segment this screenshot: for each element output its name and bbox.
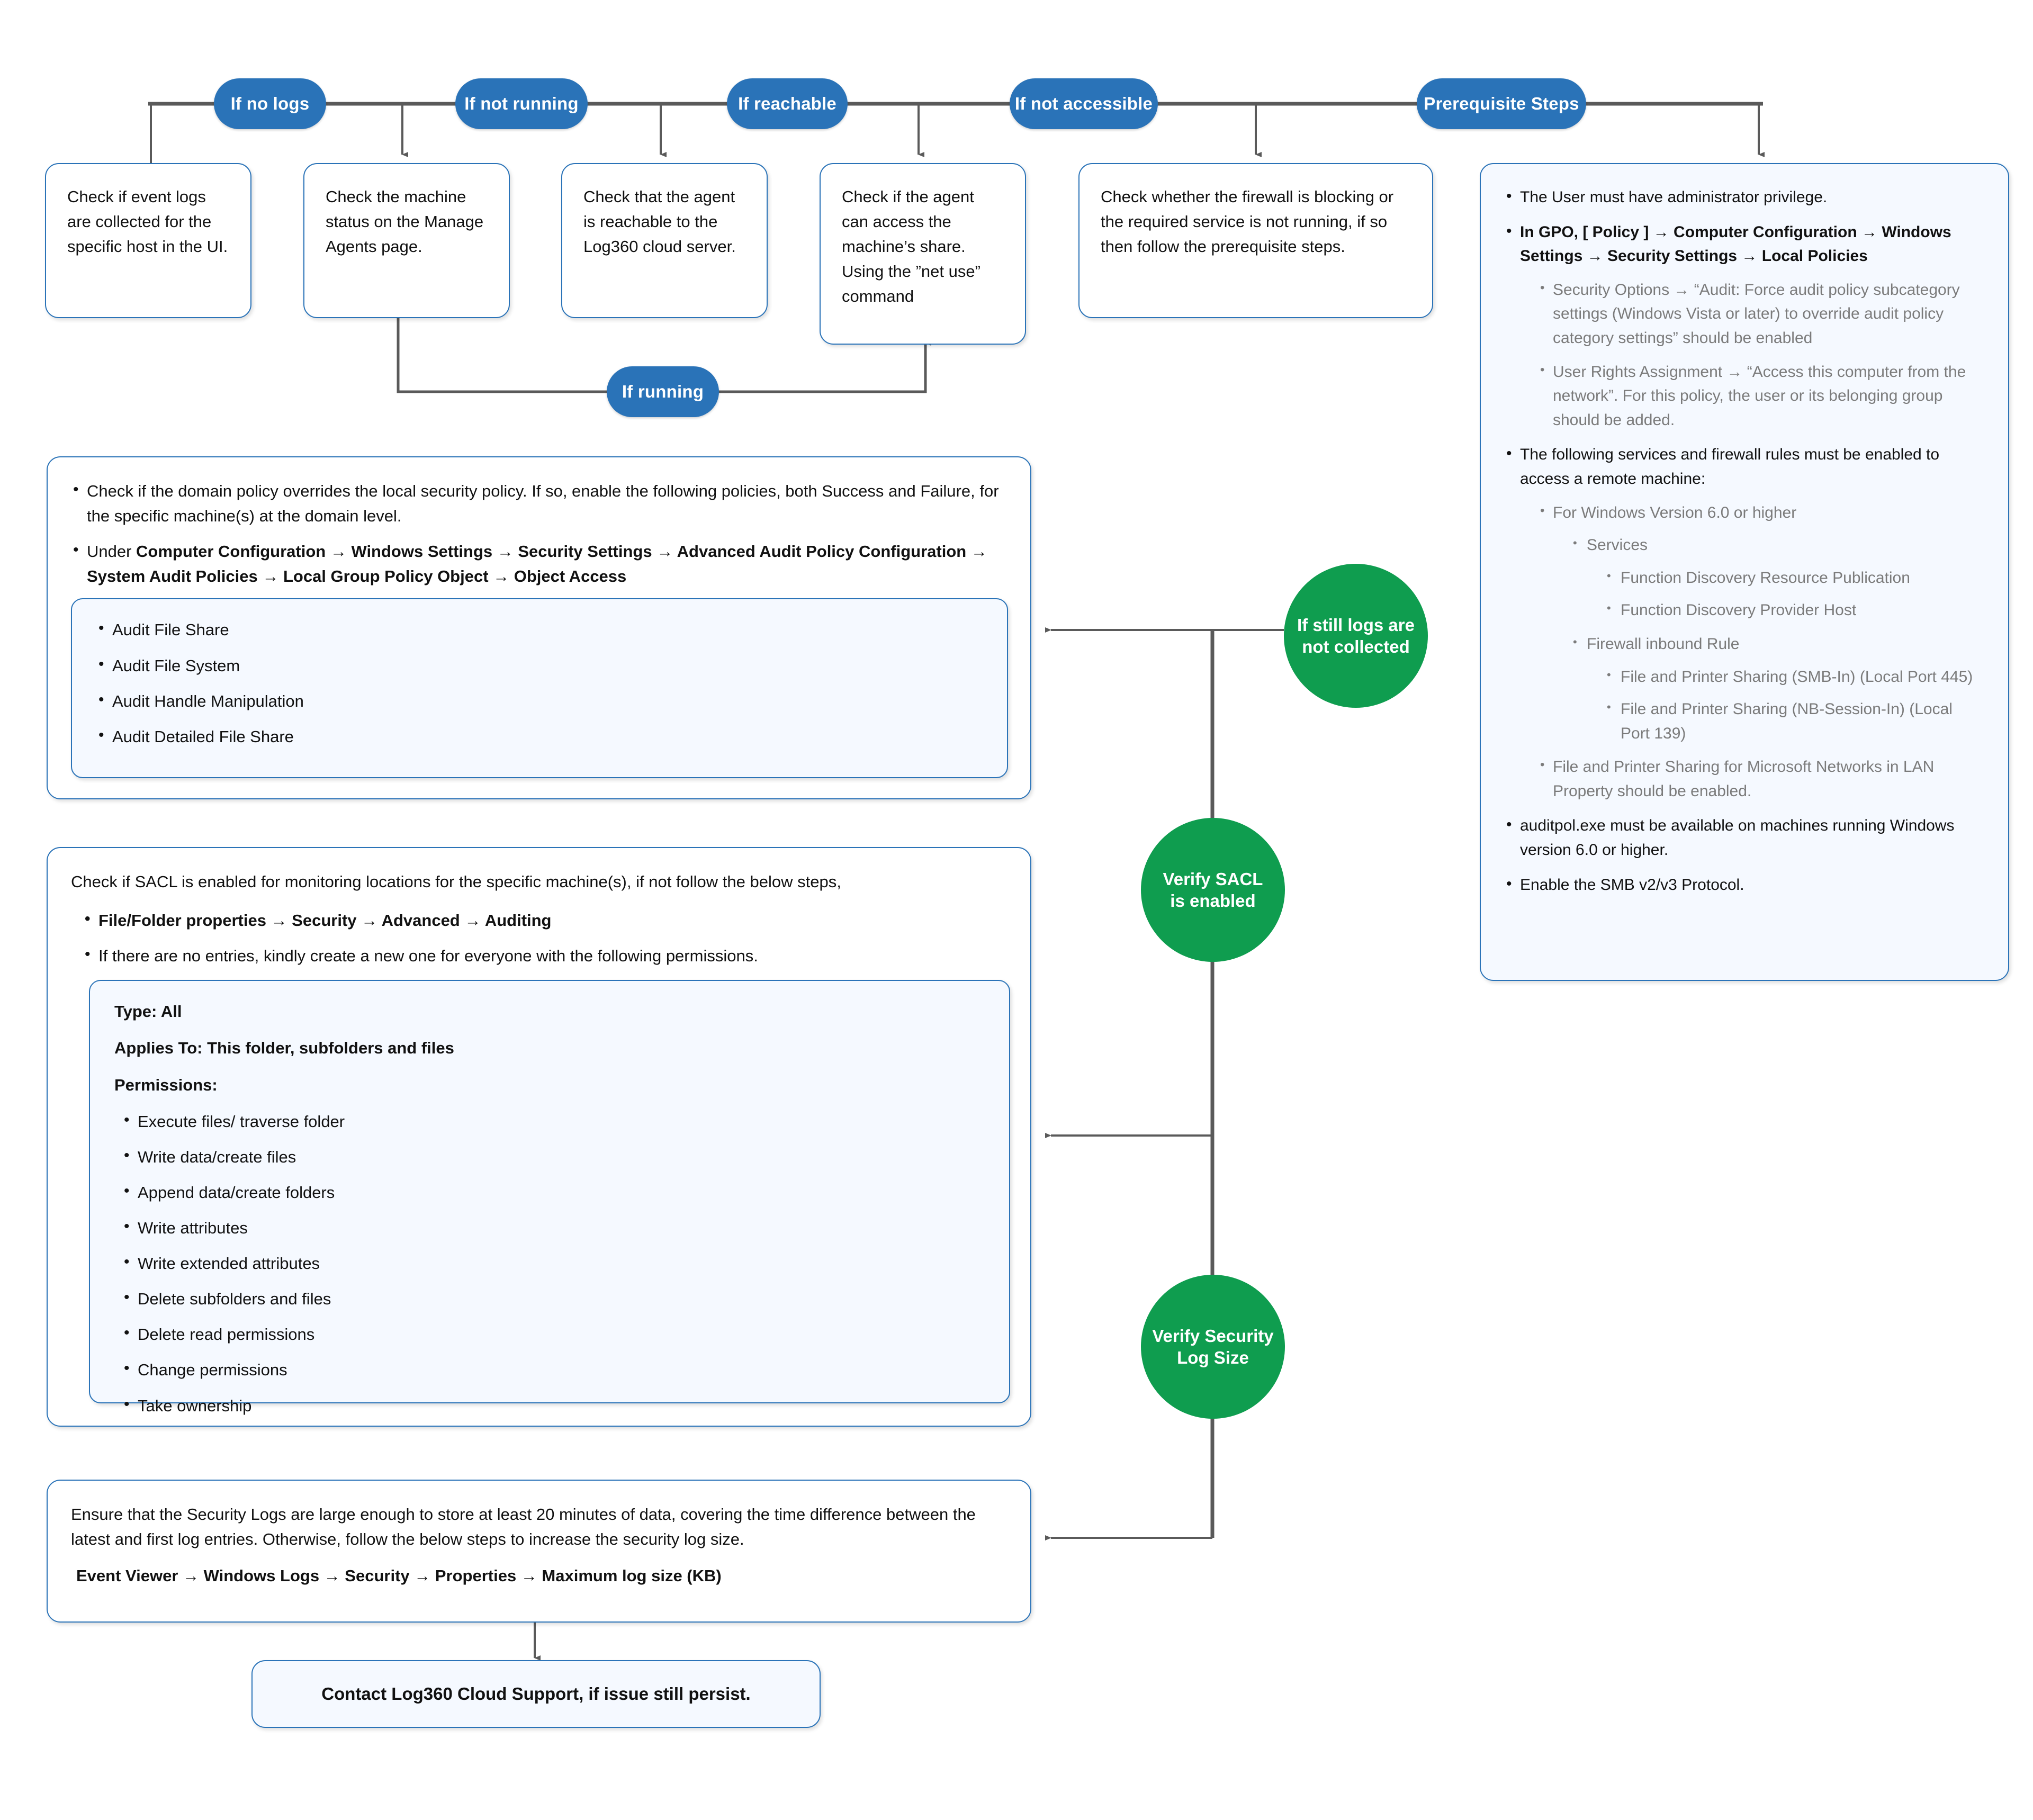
prereq-bullet-auditpol: auditpol.exe must be available on machin… <box>1504 813 1985 862</box>
policy-bullet-under-path: Under Computer Configuration → Windows S… <box>71 538 1007 589</box>
prereq-windows-version-label: For Windows Version 6.0 or higher <box>1553 503 1797 521</box>
permission-item: Append data/create folders <box>122 1179 985 1205</box>
prereq-user-rights: User Rights Assignment → “Access this co… <box>1538 360 1985 433</box>
card-prerequisite-steps: The User must have administrator privile… <box>1480 163 2009 981</box>
card-permissions: Type: All Applies To: This folder, subfo… <box>89 980 1010 1416</box>
prereq-firewall-group: Firewall inbound Rule File and Printer S… <box>1571 632 1985 745</box>
permission-item: Execute files/ traverse folder <box>122 1108 985 1134</box>
logsize-path: Event Viewer → Windows Logs → Security →… <box>76 1566 722 1585</box>
card-audit-policies: Audit File Share Audit File System Audit… <box>71 598 1008 779</box>
policy-under-prefix: Under <box>87 542 137 561</box>
card-contact-support[interactable]: Contact Log360 Cloud Support, if issue s… <box>251 1660 821 1728</box>
card-check-agent-reachable-text: Check that the agent is reachable to the… <box>583 187 736 256</box>
card-check-event-logs-text: Check if event logs are collected for th… <box>67 187 228 256</box>
permissions-label: Permissions: <box>114 1075 218 1094</box>
audit-policy-item: Audit Detailed File Share <box>96 723 983 749</box>
contact-support-text: Contact Log360 Cloud Support, if issue s… <box>321 1683 751 1704</box>
audit-policy-item: Audit File Share <box>96 616 983 642</box>
permission-item: Write extended attributes <box>122 1250 985 1276</box>
card-check-firewall: Check whether the firewall is blocking o… <box>1078 163 1433 318</box>
permission-item: Delete read permissions <box>122 1321 985 1347</box>
logsize-description: Ensure that the Security Logs are large … <box>71 1505 976 1549</box>
pill-if-reachable[interactable]: If reachable <box>727 78 848 129</box>
pill-if-not-accessible[interactable]: If not accessible <box>1010 78 1158 129</box>
card-check-machine-status-text: Check the machine status on the Manage A… <box>326 187 484 256</box>
permission-item: Change permissions <box>122 1356 985 1382</box>
prereq-firewall-label: Firewall inbound Rule <box>1587 635 1740 653</box>
pill-if-no-logs[interactable]: If no logs <box>214 78 326 129</box>
permission-item: Take ownership <box>122 1392 985 1418</box>
audit-policy-item: Audit File System <box>96 652 983 678</box>
prereq-bullet-services-firewall: The following services and firewall rule… <box>1504 442 1985 803</box>
card-check-event-logs: Check if event logs are collected for th… <box>45 163 251 318</box>
card-check-agent-reachable: Check that the agent is reachable to the… <box>561 163 768 318</box>
permission-item: Write data/create files <box>122 1143 985 1169</box>
card-check-agent-share: Check if the agent can access the machin… <box>820 163 1026 345</box>
sacl-lead-text: Check if SACL is enabled for monitoring … <box>71 872 841 891</box>
card-check-machine-status: Check the machine status on the Manage A… <box>303 163 510 318</box>
prereq-firewall-item: File and Printer Sharing (NB-Session-In)… <box>1605 697 1985 745</box>
card-sacl: Check if SACL is enabled for monitoring … <box>47 847 1031 1427</box>
policy-under-path: Computer Configuration → Windows Setting… <box>87 542 987 586</box>
prereq-services-label: Services <box>1587 536 1648 554</box>
prereq-bullet-admin: The User must have administrator privile… <box>1504 184 1985 210</box>
prereq-service-item: Function Discovery Provider Host <box>1605 598 1985 623</box>
prereq-services-group: Services Function Discovery Resource Pub… <box>1571 533 1985 623</box>
prereq-lan-property: File and Printer Sharing for Microsoft N… <box>1538 755 1985 803</box>
audit-policy-item: Audit Handle Manipulation <box>96 688 983 714</box>
permission-item: Write attributes <box>122 1214 985 1240</box>
pill-if-running[interactable]: If running <box>607 366 719 417</box>
prereq-services-firewall-title: The following services and firewall rule… <box>1520 446 1940 488</box>
sacl-bullet-path: File/Folder properties → Security → Adva… <box>83 907 1007 933</box>
card-domain-policy: Check if the domain policy overrides the… <box>47 456 1031 799</box>
policy-bullet-domain-override: Check if the domain policy overrides the… <box>71 477 1007 528</box>
permission-item: Delete subfolders and files <box>122 1285 985 1311</box>
pill-if-not-running[interactable]: If not running <box>455 78 588 129</box>
prereq-service-item: Function Discovery Resource Publication <box>1605 566 1985 590</box>
card-check-firewall-text: Check whether the firewall is blocking o… <box>1101 187 1394 256</box>
sacl-bullet-no-entries: If there are no entries, kindly create a… <box>83 942 1007 968</box>
prereq-firewall-item: File and Printer Sharing (SMB-In) (Local… <box>1605 665 1985 689</box>
permissions-type: Type: All <box>114 1002 182 1021</box>
prereq-windows-version: For Windows Version 6.0 or higher Servic… <box>1538 501 1985 746</box>
prereq-bullet-gpo: In GPO, [ Policy ] → Computer Configurat… <box>1504 219 1985 433</box>
pill-prerequisite-steps[interactable]: Prerequisite Steps <box>1417 78 1586 129</box>
card-check-agent-share-text: Check if the agent can access the machin… <box>842 187 980 306</box>
prereq-gpo-path: In GPO, [ Policy ] → Computer Configurat… <box>1520 223 1951 265</box>
permissions-applies-to: Applies To: This folder, subfolders and … <box>114 1039 454 1058</box>
prereq-security-options: Security Options → “Audit: Force audit p… <box>1538 278 1985 350</box>
card-security-log-size: Ensure that the Security Logs are large … <box>47 1480 1031 1623</box>
prereq-bullet-smb: Enable the SMB v2/v3 Protocol. <box>1504 872 1985 897</box>
